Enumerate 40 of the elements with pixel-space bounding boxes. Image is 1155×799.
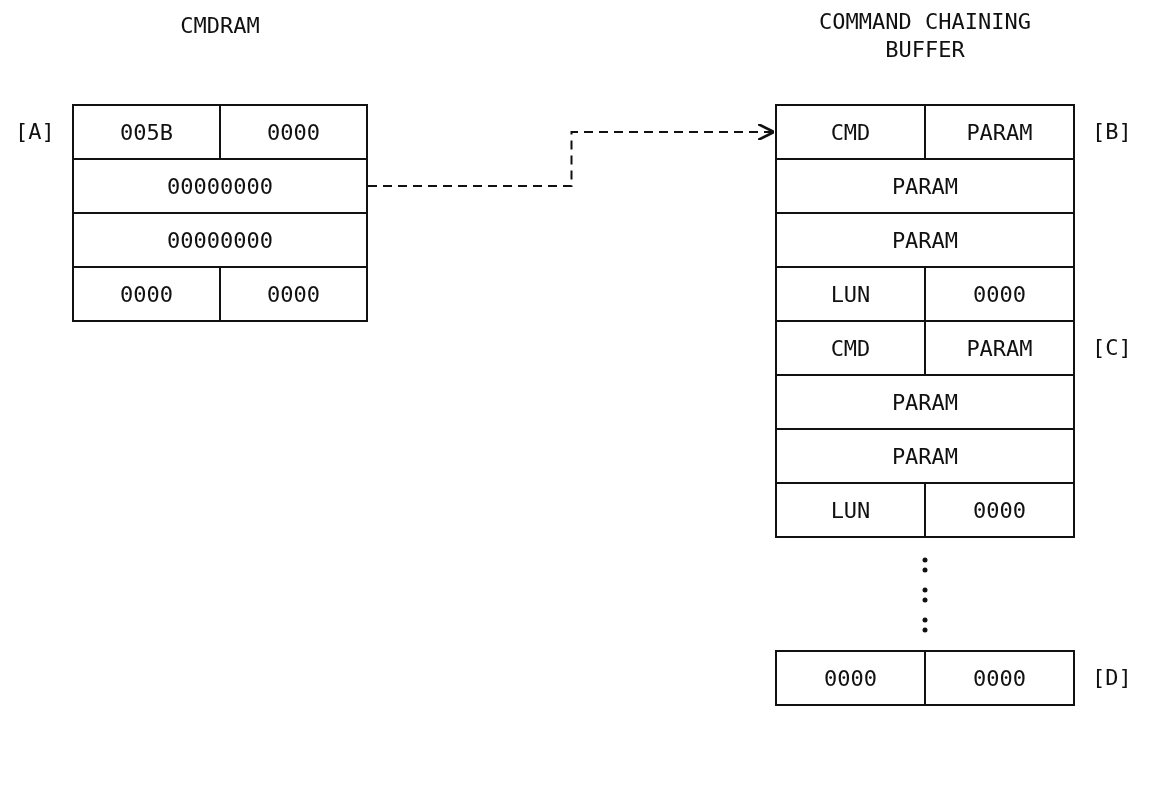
heading: COMMAND CHAINING BUFFER [818,8,1032,64]
memory-field [72,104,368,160]
row-marker: [B] [1092,118,1132,146]
field-text: PARAM [890,227,960,253]
field-text: 00000000 [166,227,274,253]
field-text: CMD [829,335,872,361]
memory-field [775,212,1075,268]
field-text: 0000 [266,281,321,307]
heading: CMDRAM [179,12,261,40]
memory-field [775,158,1075,214]
field-text: LUN [829,281,872,307]
memory-field [72,158,368,214]
field-text: 0000 [823,665,878,691]
field-text: 005B [119,119,174,145]
field-text: 00000000 [166,173,274,199]
memory-field [775,104,1075,160]
memory-field [775,320,1075,376]
field-text: PARAM [890,173,960,199]
field-text: CMD [829,119,872,145]
field-text: 0000 [119,281,174,307]
field-text: PARAM [890,389,960,415]
memory-field [775,482,1075,538]
field-text: 0000 [972,281,1027,307]
field-text: 0000 [266,119,321,145]
arrow [367,122,776,187]
row-marker: [D] [1092,664,1132,692]
memory-field [72,266,368,322]
field-text: LUN [829,497,872,523]
memory-field [775,266,1075,322]
field-text: 0000 [972,497,1027,523]
memory-field [775,374,1075,430]
field-text: 0000 [972,665,1027,691]
memory-field [775,650,1075,706]
row-marker: [C] [1092,334,1132,362]
memory-field [775,428,1075,484]
field-text: PARAM [890,443,960,469]
field-text: PARAM [965,335,1034,361]
memory-field [72,212,368,268]
row-marker: [A] [15,118,55,146]
field-text: PARAM [965,119,1034,145]
